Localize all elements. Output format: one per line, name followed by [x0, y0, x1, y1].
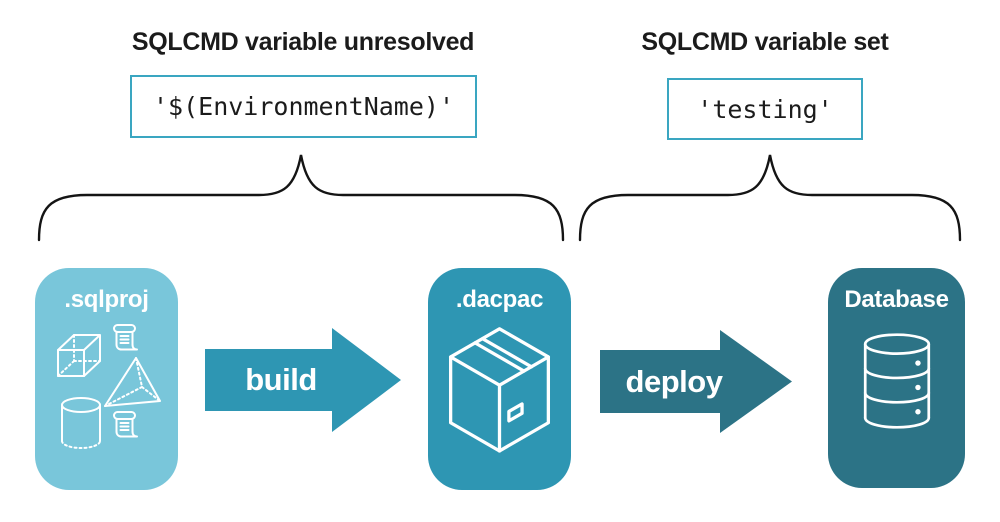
package-box-icon — [448, 327, 551, 453]
set-variable-code-text: 'testing' — [697, 94, 833, 124]
scroll-icon — [113, 411, 138, 438]
left-curly-brace — [37, 154, 565, 242]
stage-sqlproj-label: .sqlproj — [64, 286, 149, 313]
sql-project-objects-icons — [57, 324, 161, 449]
set-variable-code-box: 'testing' — [667, 78, 863, 140]
build-arrow-shape — [205, 328, 401, 432]
stage-dacpac: .dacpac — [428, 268, 571, 490]
stage-database-label: Database — [844, 286, 949, 313]
stage-dacpac-label: .dacpac — [455, 286, 544, 313]
deploy-arrow: deploy — [600, 330, 792, 433]
right-annotation-title: SQLCMD variable set — [641, 28, 889, 56]
right-curly-brace — [578, 154, 962, 242]
scroll-icon — [113, 324, 138, 351]
stage-database: Database — [828, 268, 965, 488]
build-arrow-label: build — [245, 362, 317, 397]
unresolved-variable-code-text: '$(EnvironmentName)' — [152, 92, 455, 121]
deploy-arrow-shape — [600, 330, 792, 433]
build-arrow: build — [205, 328, 401, 432]
pyramid-icon — [104, 357, 161, 407]
cylinder-icon — [61, 397, 101, 449]
deploy-arrow-label: deploy — [625, 363, 723, 399]
left-annotation-title: SQLCMD variable unresolved — [131, 28, 475, 56]
stage-sqlproj: .sqlproj — [35, 268, 178, 490]
database-cylinder-icon — [863, 333, 931, 429]
cube-icon — [57, 334, 101, 377]
unresolved-variable-code-box: '$(EnvironmentName)' — [130, 75, 477, 138]
